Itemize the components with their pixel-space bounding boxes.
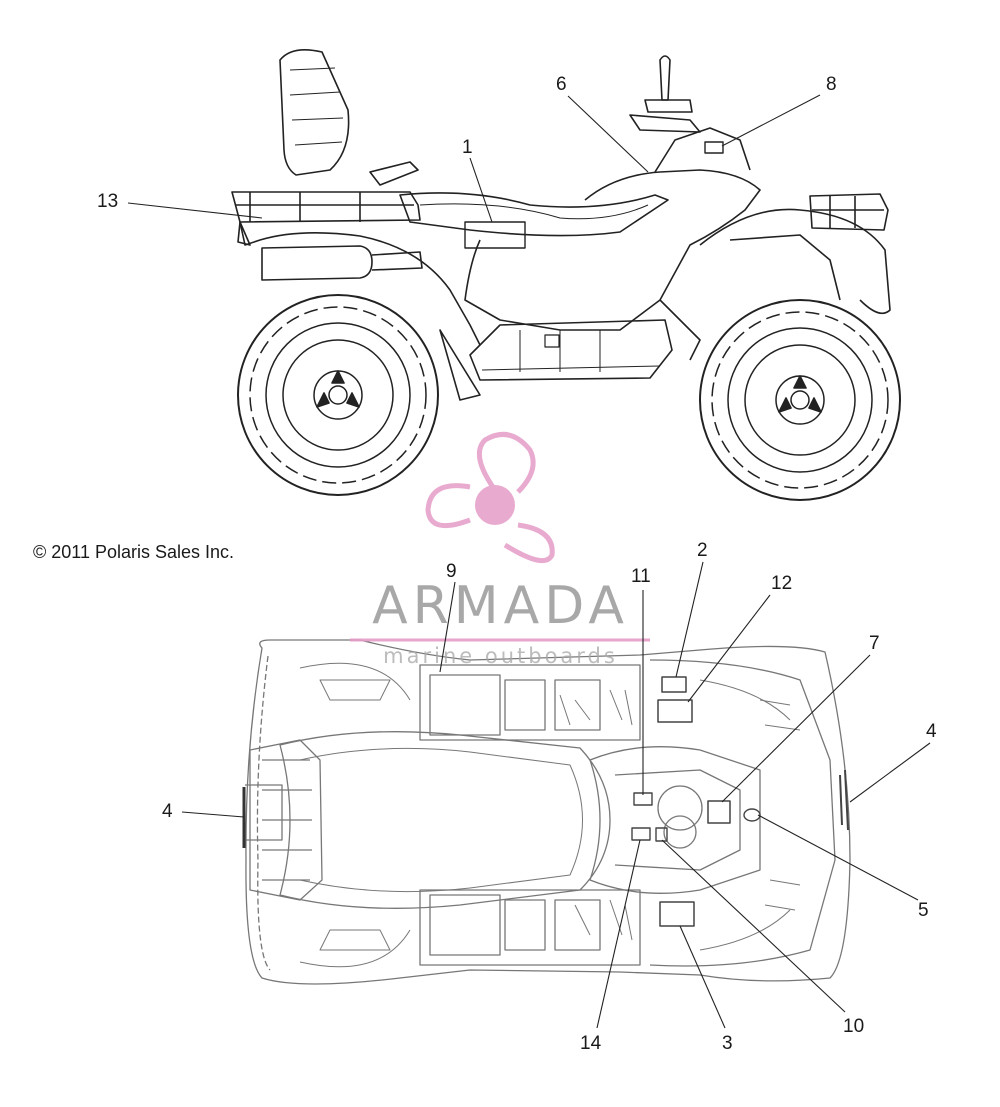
top-handlebar [589,746,761,894]
decal-12 [657,699,693,723]
watermark-logo [425,431,555,564]
top-outline [245,639,851,985]
top-footwell-upper [419,664,641,741]
watermark-tagline: marine outboards [383,644,618,668]
rear-fender [239,221,481,346]
top-seat [279,731,611,909]
backrest [279,49,350,176]
floorboard [469,319,673,381]
callout-8: 8 [826,74,837,95]
atv-top-view [242,639,851,985]
atv-side-view [231,49,901,501]
leader-lines [127,94,931,1029]
callout-3: 3 [722,1033,733,1054]
decal-2 [661,676,687,693]
copyright-notice: © 2011 Polaris Sales Inc. [33,542,235,562]
decal-3 [659,901,695,927]
callout-4-front: 4 [926,721,937,742]
callout-14: 14 [580,1033,602,1054]
decal-14 [631,827,651,841]
top-footwell-lower [419,889,641,966]
decal-7 [707,800,731,824]
handlebar [629,114,701,133]
callout-9: 9 [446,561,457,582]
decal-side-small [544,334,560,348]
seat [399,192,669,237]
decal-10 [655,827,668,842]
muffler [261,245,373,281]
front-rack [809,193,889,231]
callout-2: 2 [697,540,708,561]
callout-7: 7 [869,633,880,654]
callout-6: 6 [556,74,567,95]
callout-10: 10 [843,1016,865,1037]
callout-1: 1 [462,137,473,158]
callout-5: 5 [918,900,929,921]
front-fender [699,208,891,315]
callout-12: 12 [771,573,793,594]
decal-1 [464,221,526,249]
callout-13: 13 [97,191,119,212]
rear-rack [231,191,421,223]
decal-5 [743,808,761,822]
front-body [464,169,761,331]
watermark-name: ARMADA [372,576,629,636]
decal-8 [704,141,724,154]
callout-4-rear: 4 [162,801,173,822]
callout-11: 11 [631,566,651,587]
